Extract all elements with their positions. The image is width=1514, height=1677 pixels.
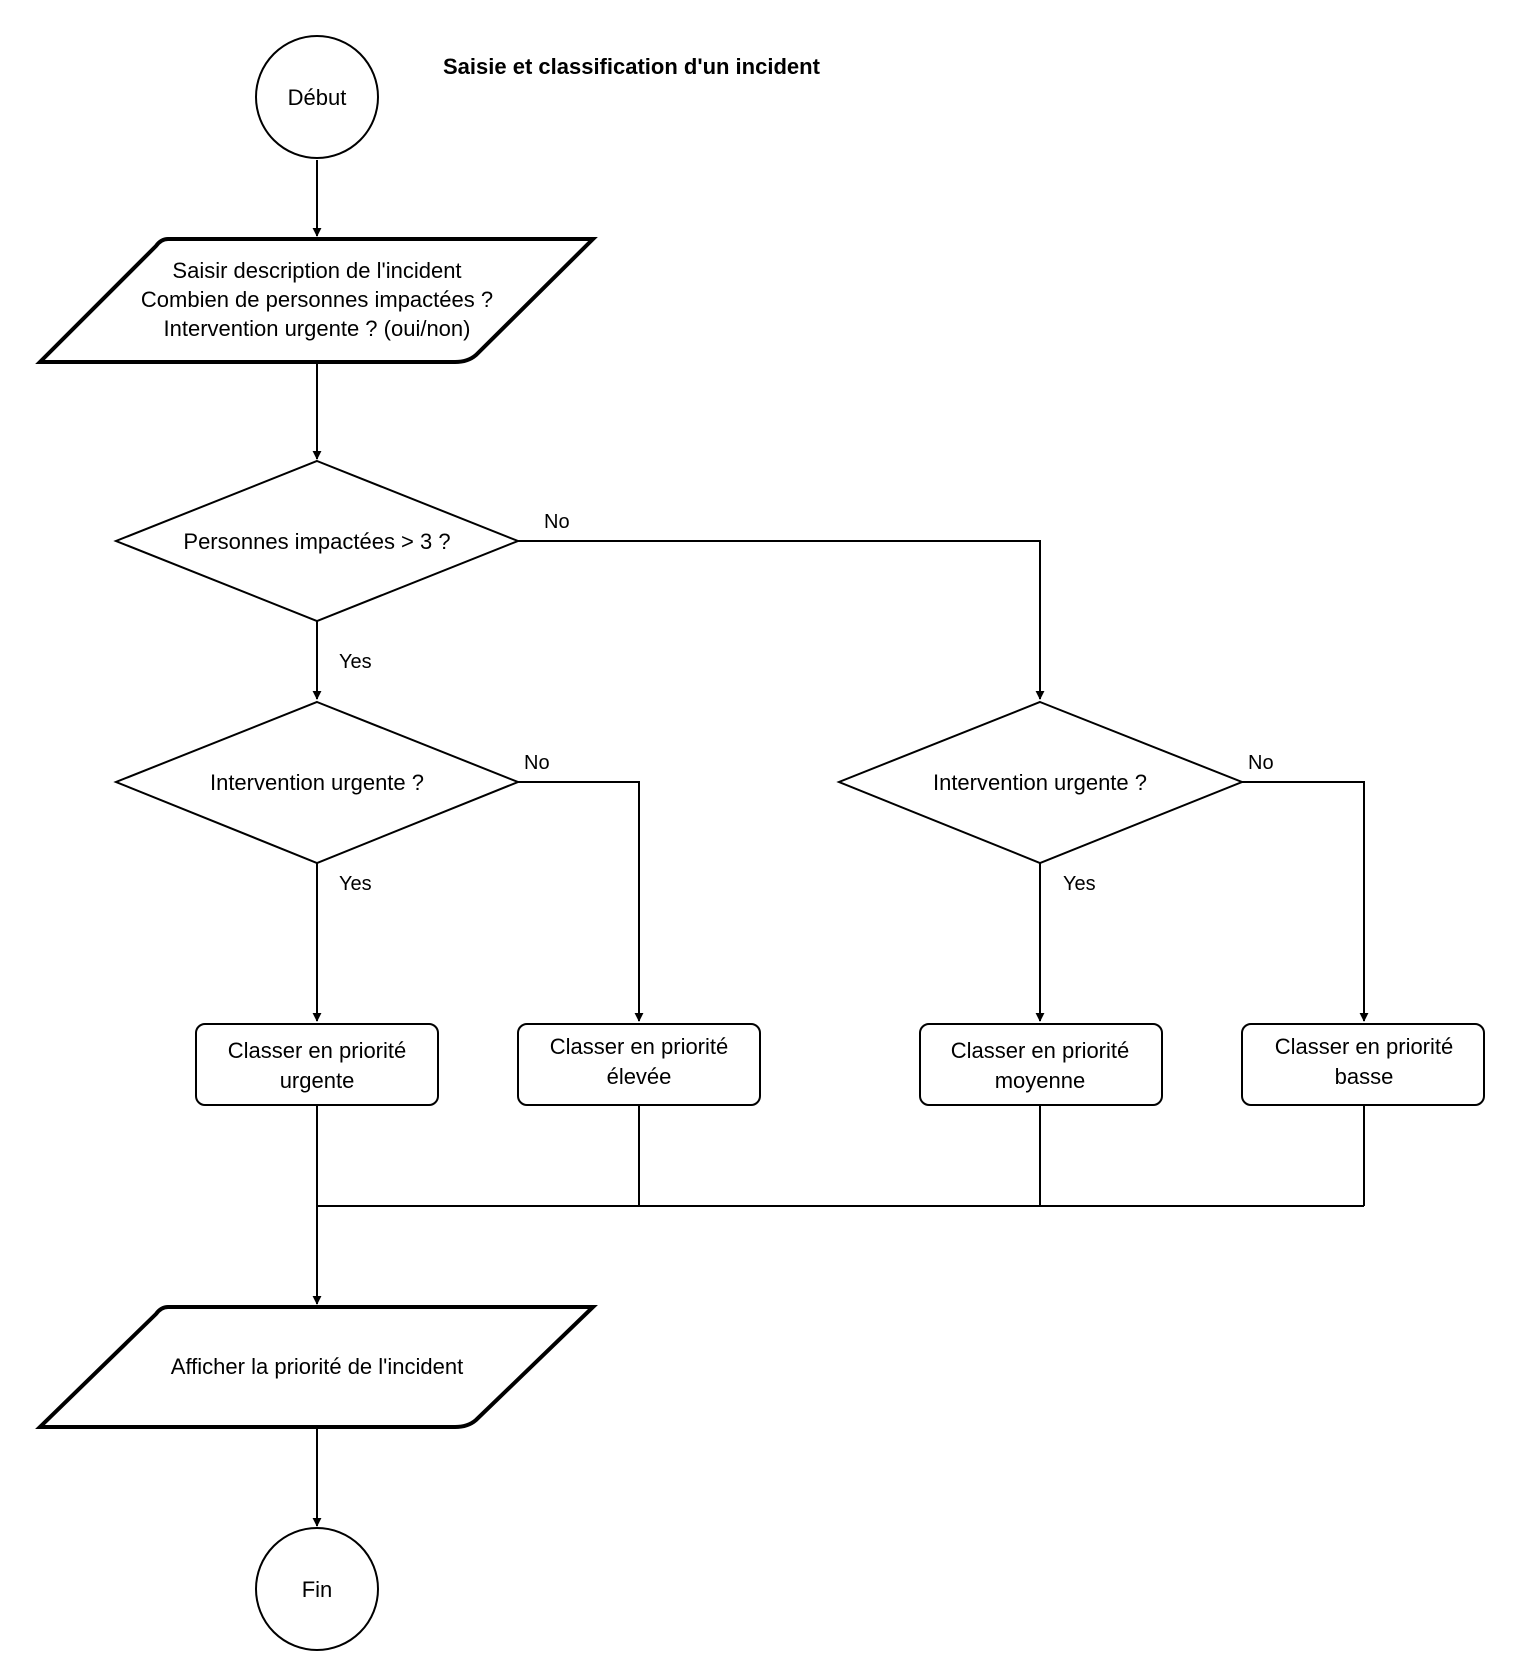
decision-urgent-left-label: Intervention urgente ? (210, 770, 424, 795)
edge-persons-no (518, 540, 1045, 700)
edge-label-persons-no: No (544, 511, 570, 533)
input-line-3: Intervention urgente ? (oui/non) (164, 316, 471, 341)
output-node: Afficher la priorité de l'incident (35, 1305, 598, 1429)
edge-label-persons-yes: Yes (339, 651, 372, 673)
diagram-title: Saisie et classification d'un incident (443, 54, 821, 79)
input-line-2: Combien de personnes impactées ? (141, 287, 493, 312)
process-priority-urgent: Classer en priorité urgente (195, 1023, 439, 1106)
process-priority-low: Classer en priorité basse (1241, 1023, 1485, 1106)
input-node: Saisir description de l'incident Combien… (35, 237, 598, 364)
edge-label-urgent-left-yes: Yes (339, 873, 372, 895)
start-node: Début (255, 35, 379, 159)
decision-persons: Personnes impactées > 3 ? (113, 459, 521, 623)
priority-medium-line-1: Classer en priorité (951, 1038, 1130, 1063)
output-label: Afficher la priorité de l'incident (171, 1354, 463, 1379)
priority-high-line-1: Classer en priorité (550, 1034, 729, 1059)
decision-urgent-left: Intervention urgente ? (113, 700, 521, 865)
decision-persons-label: Personnes impactées > 3 ? (183, 529, 450, 554)
decision-urgent-right: Intervention urgente ? (836, 700, 1245, 865)
edge-urgent-left-no (518, 781, 644, 1022)
edge-label-urgent-right-no: No (1248, 752, 1274, 774)
edge-urgent-right-no (1242, 781, 1369, 1022)
priority-low-line-1: Classer en priorité (1275, 1034, 1454, 1059)
edge-label-urgent-left-no: No (524, 752, 550, 774)
edge-label-urgent-right-yes: Yes (1063, 873, 1096, 895)
priority-medium-line-2: moyenne (995, 1068, 1086, 1093)
priority-high-line-2: élevée (607, 1064, 672, 1089)
priority-low-line-2: basse (1335, 1064, 1394, 1089)
start-label: Début (288, 85, 347, 110)
edges (312, 160, 1369, 1527)
process-priority-medium: Classer en priorité moyenne (919, 1023, 1163, 1106)
priority-urgent-line-1: Classer en priorité (228, 1038, 407, 1063)
end-node: Fin (255, 1527, 379, 1651)
priority-urgent-line-2: urgente (280, 1068, 355, 1093)
input-line-1: Saisir description de l'incident (172, 258, 461, 283)
process-priority-high: Classer en priorité élevée (517, 1023, 761, 1106)
end-label: Fin (302, 1577, 333, 1602)
decision-urgent-right-label: Intervention urgente ? (933, 770, 1147, 795)
